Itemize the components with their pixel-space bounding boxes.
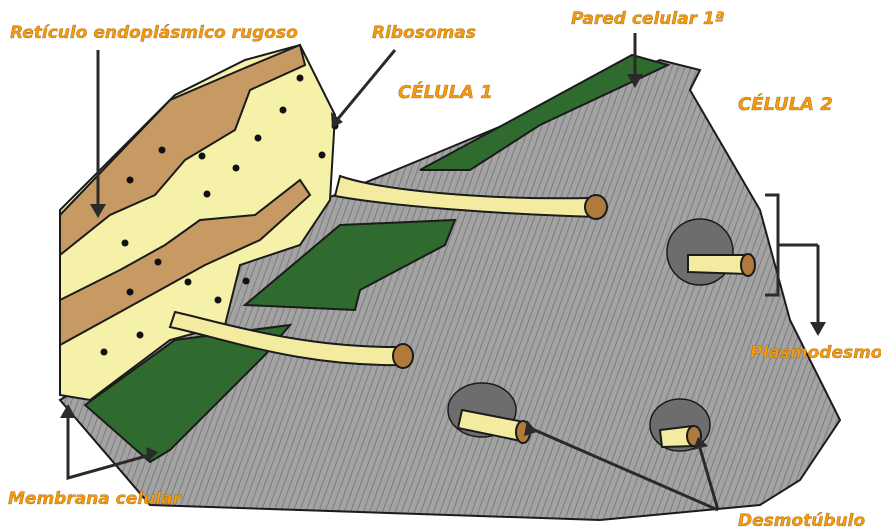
- label-celula-2: CÉLULA 2: [738, 93, 833, 115]
- label-pared: Pared celular 1ª: [571, 9, 724, 29]
- label-ribosomas: Ribosomas: [372, 23, 476, 43]
- leader-ribosomas: [331, 50, 395, 128]
- plasmodesma-pit-1: [667, 219, 733, 285]
- plasmodesma-tube-pit-1: [688, 254, 755, 276]
- label-reticulo: Retículo endoplásmico rugoso: [10, 23, 298, 43]
- label-celula-1: CÉLULA 1: [398, 81, 493, 103]
- label-plasmodesmo: Plasmodesmo: [750, 343, 881, 363]
- label-desmotubulo: Desmotúbulo: [738, 511, 865, 531]
- plasmodesma-tube-pit-3: [660, 426, 701, 447]
- label-membrana: Membrana celular: [8, 489, 183, 509]
